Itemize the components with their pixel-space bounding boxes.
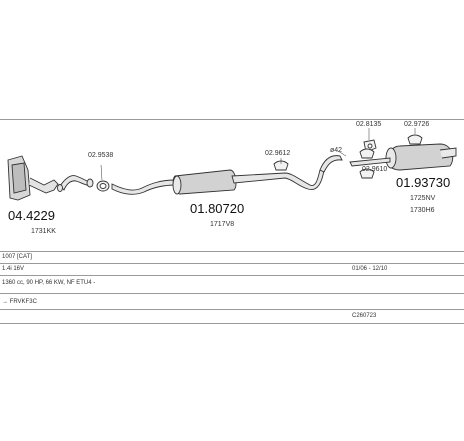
intermediate-pipe bbox=[319, 150, 347, 173]
divider-4 bbox=[0, 293, 464, 294]
rear-number: 01.93730 bbox=[396, 175, 450, 190]
catalog-code-text: C260723 bbox=[352, 313, 377, 319]
clamp-left bbox=[96, 164, 110, 192]
bracket-middle-number: 02.9612 bbox=[265, 150, 290, 157]
catalyst-number: 04.4229 bbox=[8, 208, 55, 223]
engine-text: 1.4i 16V bbox=[2, 266, 25, 272]
clamp-left-number: 02.9538 bbox=[88, 152, 113, 159]
divider-6 bbox=[0, 323, 464, 324]
period-text: 01/06 - 12/10 bbox=[352, 266, 388, 272]
rear-code-2: 1730H6 bbox=[410, 207, 435, 214]
middle-number: 01.80720 bbox=[190, 201, 244, 216]
middle-code: 1717V8 bbox=[210, 221, 234, 228]
bracket-right-number: 02.9726 bbox=[404, 121, 429, 128]
divider-top bbox=[0, 119, 464, 120]
divider-2 bbox=[0, 263, 464, 264]
middle-silencer-assembly bbox=[111, 169, 325, 195]
catalyst-code: 1731KK bbox=[31, 228, 56, 235]
divider-1 bbox=[0, 251, 464, 252]
bracket-top bbox=[363, 128, 377, 153]
bracket-middle bbox=[273, 158, 289, 171]
drive-text: → FRVKF3C bbox=[2, 299, 37, 305]
model-text: 1007 [CAT] bbox=[2, 254, 32, 260]
rear-silencer bbox=[349, 143, 457, 171]
divider-5 bbox=[0, 309, 464, 310]
bracket-top-number: 02.8135 bbox=[356, 121, 381, 128]
catalytic-converter bbox=[7, 155, 59, 201]
diameter-label: ø42 bbox=[330, 147, 342, 154]
exhaust-diagram: 04.4229 1731KK 02.9538 01.80720 1717V8 0… bbox=[7, 121, 457, 235]
bracket-lower bbox=[359, 148, 375, 179]
divider-3 bbox=[0, 275, 464, 276]
bracket-right bbox=[407, 128, 423, 145]
rear-code-1: 1725NV bbox=[410, 195, 436, 202]
front-pipe bbox=[57, 175, 94, 192]
bracket-lower-number: 02.9610 bbox=[362, 166, 387, 173]
spec-text: 1360 cc, 90 HP, 66 KW, NF ETU4 - bbox=[2, 280, 96, 286]
